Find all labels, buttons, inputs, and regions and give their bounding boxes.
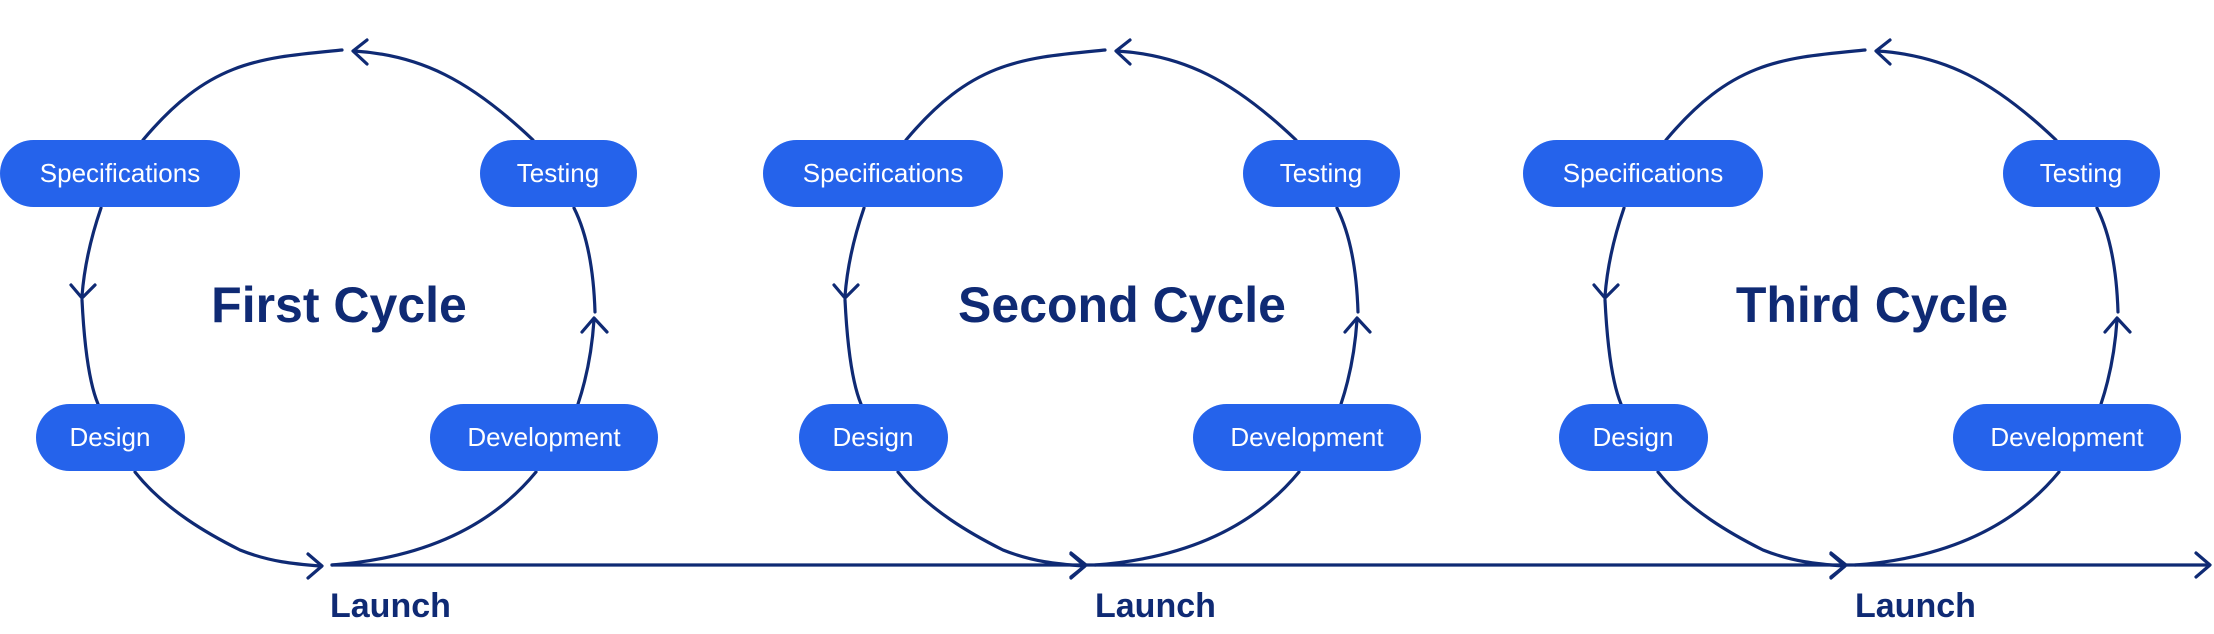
cycle-3-arc-bottom-right xyxy=(1853,470,2061,567)
cycle-2-development-pill: Development xyxy=(1193,404,1421,471)
timeline-arrowhead-cycle-3 xyxy=(1829,551,1848,579)
timeline-arrowhead-cycle-2 xyxy=(1069,551,1088,579)
cycle-3-design-label: Design xyxy=(1593,422,1674,452)
cycle-1-title: First Cycle xyxy=(211,277,467,333)
cycle-1-arrowhead-bottom xyxy=(306,552,324,580)
cycle-1-arc-left-lower xyxy=(80,298,100,406)
timeline-arrowhead-end xyxy=(2194,551,2212,579)
cycle-1-arc-left-upper xyxy=(80,206,103,298)
cycle-3-specifications-pill: Specifications xyxy=(1523,140,1763,207)
cycle-1-specifications-pill: Specifications xyxy=(0,140,240,207)
cycle-3-arc-right-lower xyxy=(2099,318,2119,406)
cycle-2-arc-right-lower xyxy=(1339,318,1359,406)
cycle-3-design-pill: Design xyxy=(1559,404,1708,471)
cycle-1-development-label: Development xyxy=(467,422,621,452)
cycle-3-arrowhead-left xyxy=(1592,283,1620,300)
cycle-1-arc-bottom-right xyxy=(330,470,538,567)
cycle-2-arrowhead-right xyxy=(1343,316,1372,334)
cycle-3-arc-right-upper xyxy=(2095,206,2120,314)
cycle-2-arc-bottom-left xyxy=(896,470,1085,568)
cycle-3-development-pill: Development xyxy=(1953,404,2181,471)
cycle-2-design-label: Design xyxy=(833,422,914,452)
cycle-1-testing-pill: Testing xyxy=(480,140,637,207)
cycle-3-specifications-label: Specifications xyxy=(1563,158,1723,188)
cycle-3-arc-left-lower xyxy=(1603,298,1623,406)
cycle-1-development-pill: Development xyxy=(430,404,658,471)
cycle-2-development-label: Development xyxy=(1230,422,1384,452)
cycle-2-arc-top-right xyxy=(1115,49,1298,142)
cycle-3: Specifications Testing Design Developmen… xyxy=(1523,38,2181,625)
cycle-1-launch-label: Launch xyxy=(330,587,451,625)
cycle-1-arrowhead-left xyxy=(69,283,97,300)
cycle-1-design-pill: Design xyxy=(36,404,185,471)
cycle-2-design-pill: Design xyxy=(799,404,948,471)
cycle-3-development-label: Development xyxy=(1990,422,2144,452)
cycle-2-specifications-label: Specifications xyxy=(803,158,963,188)
cycle-1-arrowhead-right xyxy=(580,316,609,334)
cycle-3-arc-top xyxy=(1664,48,1867,142)
cycle-2-arc-top xyxy=(904,48,1107,142)
cycle-3-arc-left-upper xyxy=(1603,206,1626,298)
cycle-2: Specifications Testing Design Developmen… xyxy=(763,38,1421,625)
cycle-2-testing-label: Testing xyxy=(1280,158,1362,188)
cycle-2-arc-bottom-right xyxy=(1093,470,1301,567)
cycle-3-testing-label: Testing xyxy=(2040,158,2122,188)
cycle-3-title: Third Cycle xyxy=(1736,277,2008,333)
cycle-1-testing-label: Testing xyxy=(517,158,599,188)
cycle-1-arc-top-right xyxy=(352,49,535,142)
cycle-1-arc-right-upper xyxy=(572,206,597,314)
cycle-1: Specifications Testing Design Developmen… xyxy=(0,38,658,625)
cycle-2-launch-label: Launch xyxy=(1095,587,1216,625)
cycle-1-arc-right-lower xyxy=(576,318,596,406)
cycle-2-testing-pill: Testing xyxy=(1243,140,1400,207)
cycle-3-arc-top-right xyxy=(1875,49,2058,142)
cycle-2-arrowhead-left xyxy=(832,283,860,300)
cycle-2-title: Second Cycle xyxy=(958,277,1286,333)
cycle-2-arc-right-upper xyxy=(1335,206,1360,314)
cycle-1-arc-top xyxy=(141,48,344,142)
cycle-1-arc-bottom-left xyxy=(133,470,322,568)
cycle-2-arc-left-upper xyxy=(843,206,866,298)
cycle-3-launch-label: Launch xyxy=(1855,587,1976,625)
cycle-1-specifications-label: Specifications xyxy=(40,158,200,188)
cycle-3-arc-bottom-left xyxy=(1656,470,1845,568)
cycle-2-specifications-pill: Specifications xyxy=(763,140,1003,207)
cycle-1-design-label: Design xyxy=(70,422,151,452)
cycle-3-testing-pill: Testing xyxy=(2003,140,2160,207)
cycle-2-arc-left-lower xyxy=(843,298,863,406)
cycle-3-arrowhead-right xyxy=(2103,316,2132,334)
